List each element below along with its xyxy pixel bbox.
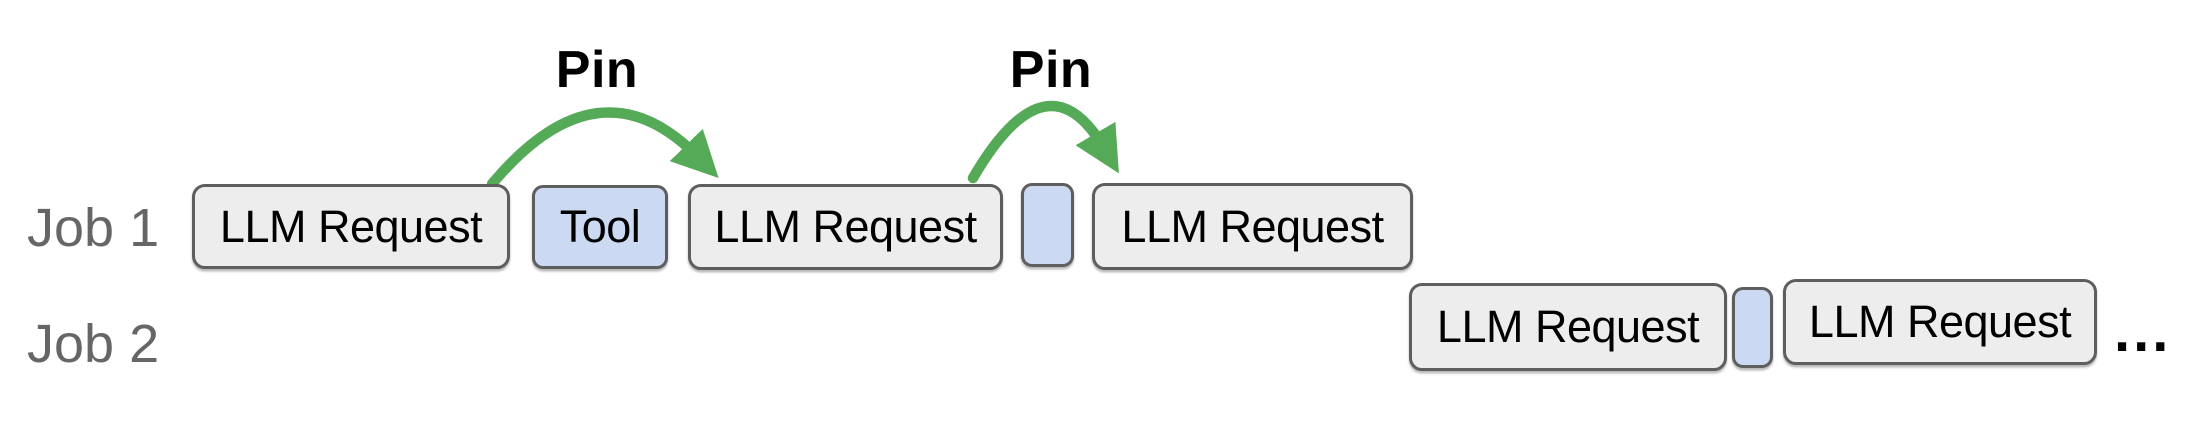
continuation-ellipsis: ...: [2114, 299, 2172, 364]
job2-wait-block: [1732, 287, 1773, 368]
job1-tool-block: Tool: [532, 185, 668, 269]
pin-arrow-1-icon: [486, 107, 719, 190]
pin-arrow-2-icon: [967, 100, 1119, 184]
job2-llm-request-block-1: LLM Request: [1409, 283, 1727, 371]
job1-llm-request-block-1: LLM Request: [192, 184, 510, 269]
pin-label-1: Pin: [555, 41, 639, 99]
job1-llm-request-block-3: LLM Request: [1092, 183, 1413, 270]
pin-label-2: Pin: [1009, 41, 1093, 99]
job2-row-label: Job 2: [27, 314, 160, 374]
job2-llm-request-block-2: LLM Request: [1783, 279, 2097, 365]
job1-llm-request-block-2: LLM Request: [688, 184, 1003, 270]
job1-row-label: Job 1: [27, 198, 160, 258]
job1-wait-block: [1021, 183, 1074, 267]
